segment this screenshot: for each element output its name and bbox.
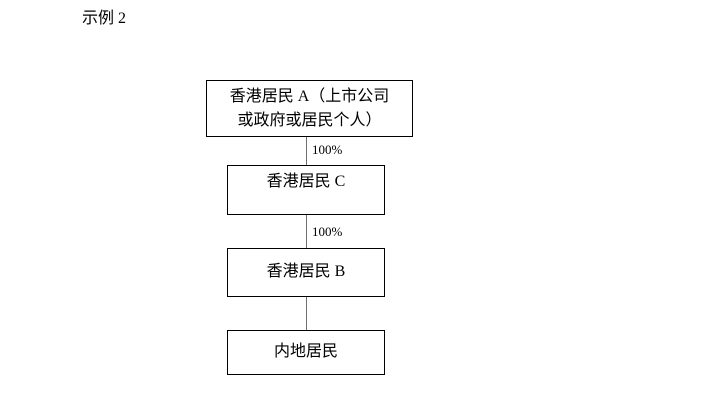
- connector-a-to-c: [306, 137, 307, 165]
- node-hong-kong-resident-b-label: 香港居民 B: [266, 263, 346, 280]
- node-hong-kong-resident-c-label: 香港居民 C: [266, 173, 346, 190]
- node-mainland-resident: 内地居民: [227, 330, 385, 375]
- node-hong-kong-resident-c: 香港居民 C: [227, 165, 385, 215]
- edge-label-a-to-c: 100%: [312, 142, 343, 157]
- node-hong-kong-resident-b: 香港居民 B: [227, 248, 385, 297]
- edge-label-c-to-b: 100%: [312, 224, 343, 239]
- node-hong-kong-resident-a: 香港居民 A（上市公司 或政府或居民个人）: [206, 80, 413, 137]
- node-hong-kong-resident-a-label: 香港居民 A（上市公司 或政府或居民个人）: [229, 88, 390, 129]
- connector-b-to-mainland: [306, 297, 307, 330]
- connector-c-to-b: [306, 215, 307, 248]
- page-title: 示例 2: [82, 10, 127, 27]
- node-mainland-resident-label: 内地居民: [273, 343, 338, 360]
